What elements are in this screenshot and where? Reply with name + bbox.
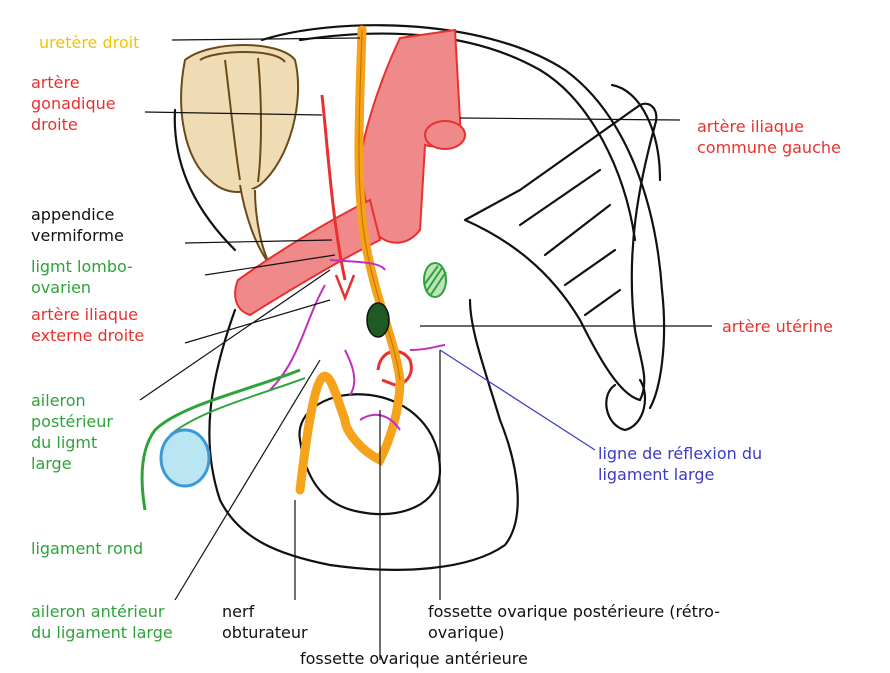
label-artere-gonadique: artère gonadique droite (31, 72, 116, 135)
cecum (181, 45, 298, 192)
common-iliac-opening (425, 121, 465, 149)
label-fossette-anterieure: fossette ovarique antérieure (300, 648, 528, 669)
iliac-rib-1 (520, 170, 600, 225)
appendix (240, 185, 270, 265)
label-artere-uterine: artère utérine (722, 316, 833, 337)
label-aileron-anterieur: aileron antérieur du ligament large (31, 601, 173, 643)
reflection-leader (440, 350, 595, 450)
round-ligament-2 (170, 378, 305, 435)
iliac-rib-4 (585, 290, 620, 315)
label-artere-iliaque-externe: artère iliaque externe droite (31, 304, 144, 346)
label-appendice: appendice vermiforme (31, 204, 124, 246)
label-ligament-rond: ligament rond (31, 538, 143, 559)
pelvic-wall-outline (300, 34, 635, 240)
label-artere-iliaque-commune: artère iliaque commune gauche (697, 116, 841, 158)
pelvic-floor-outline (209, 300, 517, 570)
iliac-rib-3 (565, 250, 615, 285)
label-nerf-obturateur: nerf obturateur (222, 601, 308, 643)
iliac-rib-2 (545, 205, 610, 255)
label-uretere-droit: uretère droit (39, 32, 139, 53)
label-fossette-posterieure: fossette ovarique postérieure (rétro- ov… (428, 601, 720, 643)
label-ligmt-lombo: ligmt lombo- ovarien (31, 256, 133, 298)
label-ligne-reflexion: ligne de réflexion du ligament large (598, 443, 762, 485)
label-aileron-posterieur: aileron postérieur du ligmt large (31, 390, 113, 474)
ovary (161, 430, 209, 486)
pelvic-brim-outline (262, 25, 664, 408)
coccyx (606, 380, 645, 430)
ovary-dark (367, 303, 389, 337)
